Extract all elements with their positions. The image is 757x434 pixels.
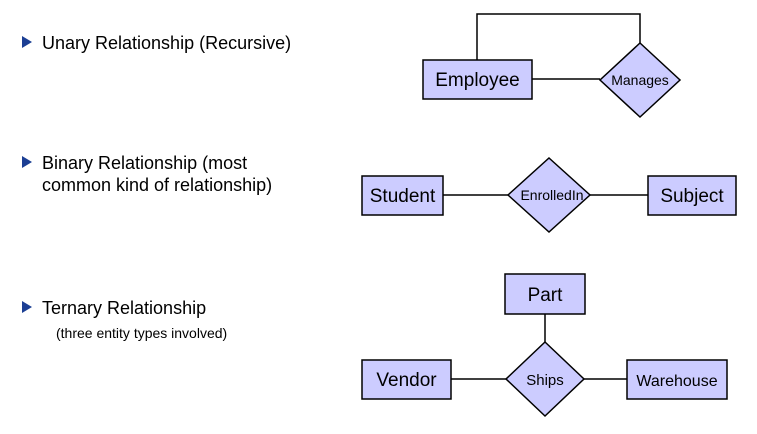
entity-warehouse-label: Warehouse xyxy=(636,373,717,390)
bullet-ternary: Ternary Relationship xyxy=(22,297,206,319)
entity-student xyxy=(361,175,444,216)
entity-employee-label: Employee xyxy=(435,70,520,91)
bullet-arrow-icon xyxy=(22,156,32,168)
recursive-connector-line xyxy=(476,13,641,60)
entity-warehouse xyxy=(626,359,728,400)
relationship-enrolledin-label: EnrolledIn xyxy=(520,187,583,203)
entity-part xyxy=(504,273,586,315)
relationship-manages xyxy=(598,41,682,119)
bullet-binary: Binary Relationship (most common kind of… xyxy=(22,152,272,196)
unary-relationship-group: Employee Manages xyxy=(422,13,682,119)
bullet-binary-text: Binary Relationship (most common kind of… xyxy=(42,152,272,196)
relationship-enrolledin xyxy=(506,156,592,234)
relationship-ships xyxy=(504,340,586,418)
bullet-ternary-text: Ternary Relationship xyxy=(42,298,207,318)
entity-employee xyxy=(422,59,533,100)
bullet-ternary-subtext: (three entity types involved) xyxy=(56,325,228,341)
binary-relationship-group: Student EnrolledIn Subject xyxy=(361,156,737,234)
bullet-binary-line2: common kind of relationship) xyxy=(42,175,273,195)
bullet-binary-line1: Binary Relationship (most xyxy=(42,153,248,173)
entity-vendor xyxy=(361,359,452,400)
entity-vendor-label: Vendor xyxy=(376,370,437,391)
ternary-relationship-group: Part Vendor Ships Warehouse xyxy=(361,273,728,418)
bullet-unary: Unary Relationship (Recursive) xyxy=(22,32,291,54)
entity-student-label: Student xyxy=(370,186,436,207)
bullet-arrow-icon xyxy=(22,36,32,48)
entity-subject-label: Subject xyxy=(660,186,724,207)
entity-part-label: Part xyxy=(528,285,564,306)
relationship-manages-label: Manages xyxy=(611,72,669,88)
bullet-arrow-icon xyxy=(22,301,32,313)
bullet-unary-text: Unary Relationship (Recursive) xyxy=(42,33,292,53)
entity-subject xyxy=(647,175,737,216)
relationship-ships-label: Ships xyxy=(526,372,564,389)
